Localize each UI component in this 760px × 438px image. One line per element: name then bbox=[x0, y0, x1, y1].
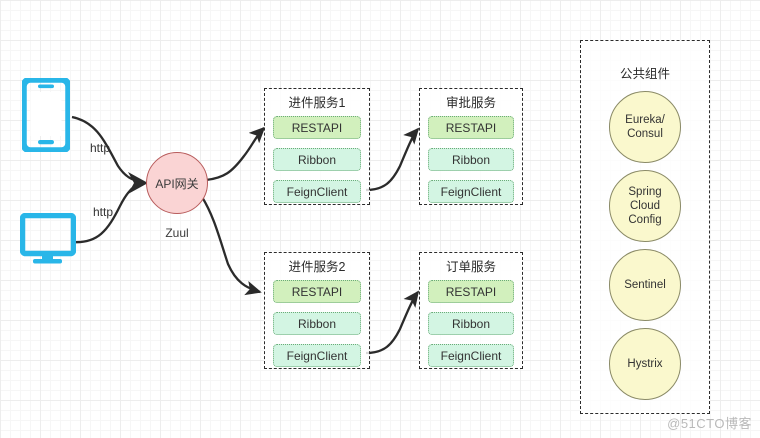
component-node-eureka-consul[interactable]: Eureka/ Consul bbox=[609, 91, 681, 163]
service-title: 进件服务2 bbox=[288, 260, 346, 274]
service-chip-ribbon[interactable]: Ribbon bbox=[273, 148, 361, 171]
edge-gateway-to-intake1 bbox=[205, 126, 266, 182]
arrowhead-gateway bbox=[128, 172, 148, 194]
service-chip-feignclient[interactable]: FeignClient bbox=[273, 180, 361, 203]
service-chip-restapi[interactable]: RESTAPI bbox=[428, 280, 514, 303]
service-chip-feignclient[interactable]: FeignClient bbox=[428, 180, 514, 203]
api-gateway-node[interactable]: API网关 bbox=[146, 152, 208, 214]
monitor-icon bbox=[19, 212, 77, 270]
smartphone-icon bbox=[20, 76, 72, 157]
service-title: 订单服务 bbox=[445, 260, 496, 274]
service-chip-restapi[interactable]: RESTAPI bbox=[273, 280, 361, 303]
service-title: 进件服务1 bbox=[288, 96, 346, 110]
service-box-order-service[interactable]: 订单服务 RESTAPI Ribbon FeignClient bbox=[419, 252, 523, 369]
service-chip-feignclient[interactable]: FeignClient bbox=[428, 344, 514, 367]
component-node-sentinel[interactable]: Sentinel bbox=[609, 249, 681, 321]
service-chip-ribbon[interactable]: Ribbon bbox=[428, 148, 514, 171]
service-title: 审批服务 bbox=[445, 96, 496, 110]
edge-intake2-to-order bbox=[365, 290, 420, 355]
api-gateway-label: API网关 bbox=[155, 176, 199, 191]
component-node-spring-cloud-config[interactable]: Spring Cloud Config bbox=[609, 170, 681, 242]
common-components-title: 公共组件 bbox=[619, 67, 670, 81]
watermark: @51CTO博客 bbox=[667, 416, 752, 431]
api-gateway-sublabel: Zuul bbox=[165, 226, 189, 240]
http-label-bottom: http bbox=[93, 205, 114, 219]
common-components-panel: 公共组件 Eureka/ Consul Spring Cloud Config … bbox=[580, 40, 710, 414]
http-label-top: http bbox=[90, 141, 111, 155]
component-node-hystrix[interactable]: Hystrix bbox=[609, 328, 681, 400]
service-box-approval-service[interactable]: 审批服务 RESTAPI Ribbon FeignClient bbox=[419, 88, 523, 205]
service-chip-restapi[interactable]: RESTAPI bbox=[273, 116, 361, 139]
edge-intake1-to-approval bbox=[365, 127, 420, 192]
service-box-intake-service-2[interactable]: 进件服务2 RESTAPI Ribbon FeignClient bbox=[264, 252, 370, 369]
service-chip-restapi[interactable]: RESTAPI bbox=[428, 116, 514, 139]
service-box-intake-service-1[interactable]: 进件服务1 RESTAPI Ribbon FeignClient bbox=[264, 88, 370, 205]
edge-gateway-to-intake2 bbox=[201, 196, 262, 296]
service-chip-ribbon[interactable]: Ribbon bbox=[273, 312, 361, 335]
service-chip-ribbon[interactable]: Ribbon bbox=[428, 312, 514, 335]
service-chip-feignclient[interactable]: FeignClient bbox=[273, 344, 361, 367]
